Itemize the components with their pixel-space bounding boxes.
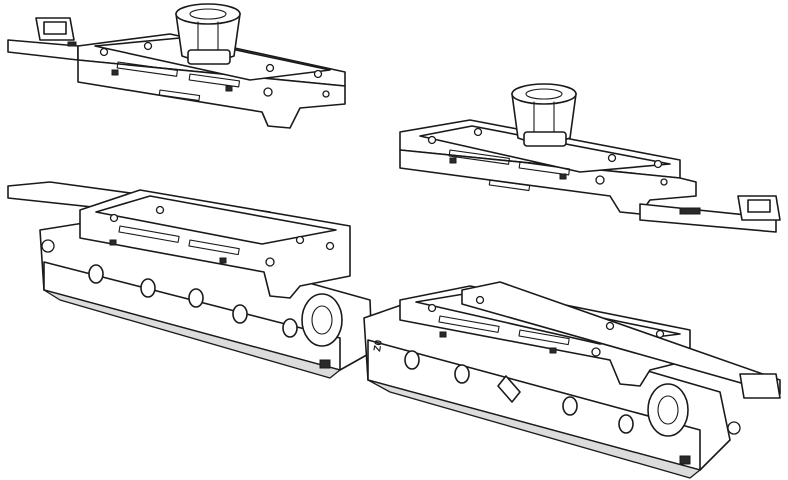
roller-carriage-bottom-right: Z0 [363, 281, 781, 479]
mounting-plate-top-left [7, 3, 346, 129]
roller-pins [88, 264, 298, 338]
roller-pins-right [404, 350, 634, 434]
roller-carriage-bottom-left [7, 181, 373, 379]
part-marking: Z0 [372, 339, 385, 353]
mounting-plate-top-right [399, 83, 781, 233]
